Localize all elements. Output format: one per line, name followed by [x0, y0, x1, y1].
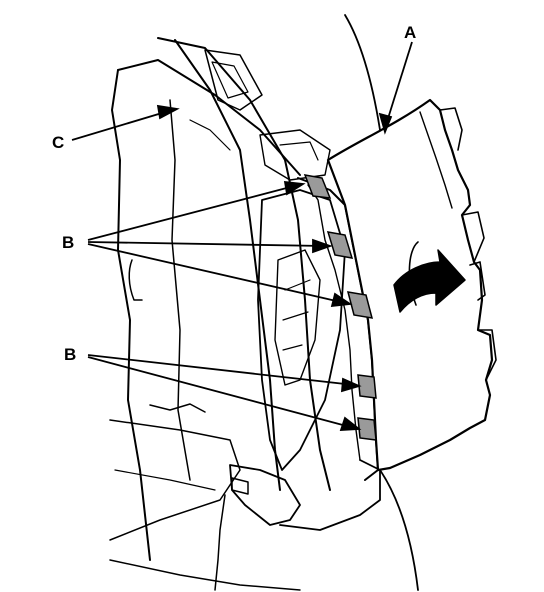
body-outline-back	[117, 59, 301, 176]
panel-a-edge	[419, 111, 453, 209]
bottom-cable	[214, 494, 226, 591]
pillar-c-edge	[189, 119, 231, 151]
quarter-panel-curve	[344, 14, 381, 131]
clip-b-1	[303, 174, 332, 199]
label-c: C	[52, 133, 65, 152]
curved-arrow-icon	[393, 249, 466, 313]
label-b-upper: B	[62, 233, 75, 252]
bottom-mount	[229, 464, 301, 526]
label-a: A	[404, 23, 417, 42]
trim-ribs	[282, 279, 311, 351]
upper-bracket-2	[279, 141, 319, 161]
wire-loop	[128, 259, 143, 301]
panel-a-tab-4	[477, 329, 497, 381]
bottom-grommet	[231, 477, 249, 495]
label-b-lower: B	[64, 345, 77, 364]
bottom-mount-base	[279, 459, 381, 531]
lower-frame	[109, 419, 241, 541]
trim-opening	[257, 189, 346, 471]
panel-a-tab-2	[461, 211, 485, 263]
wire-clip	[149, 403, 206, 413]
leader-b4	[87, 354, 355, 386]
leader-c	[71, 109, 173, 141]
body-panel-inner	[169, 99, 191, 481]
lower-frame-2	[114, 469, 216, 491]
clip-b-3	[346, 291, 374, 319]
panel-a-tab-3	[469, 261, 486, 301]
trim-inner-lip	[274, 249, 321, 386]
leader-b3	[87, 243, 346, 304]
pillar-c-front	[157, 37, 331, 491]
clip-b-5	[357, 417, 377, 441]
leader-c-head	[156, 104, 180, 120]
clips-b	[303, 174, 377, 441]
leader-a	[384, 41, 413, 129]
clip-edge-inner	[307, 184, 361, 461]
body-panel-left	[111, 69, 151, 561]
quarter-panel-lower	[379, 469, 419, 591]
clip-b-4	[357, 374, 377, 399]
pillar-slot	[211, 61, 249, 99]
clip-b-2	[326, 231, 354, 259]
pillar-c-back	[174, 39, 281, 491]
upper-bracket	[259, 129, 331, 181]
pillar-window	[204, 49, 263, 111]
leader-b5	[87, 356, 355, 429]
leader-b2	[87, 241, 326, 247]
floor-line	[109, 559, 301, 591]
leader-a-head	[378, 112, 393, 135]
panel-a-tab-1	[439, 107, 463, 151]
leader-b1	[87, 184, 299, 241]
